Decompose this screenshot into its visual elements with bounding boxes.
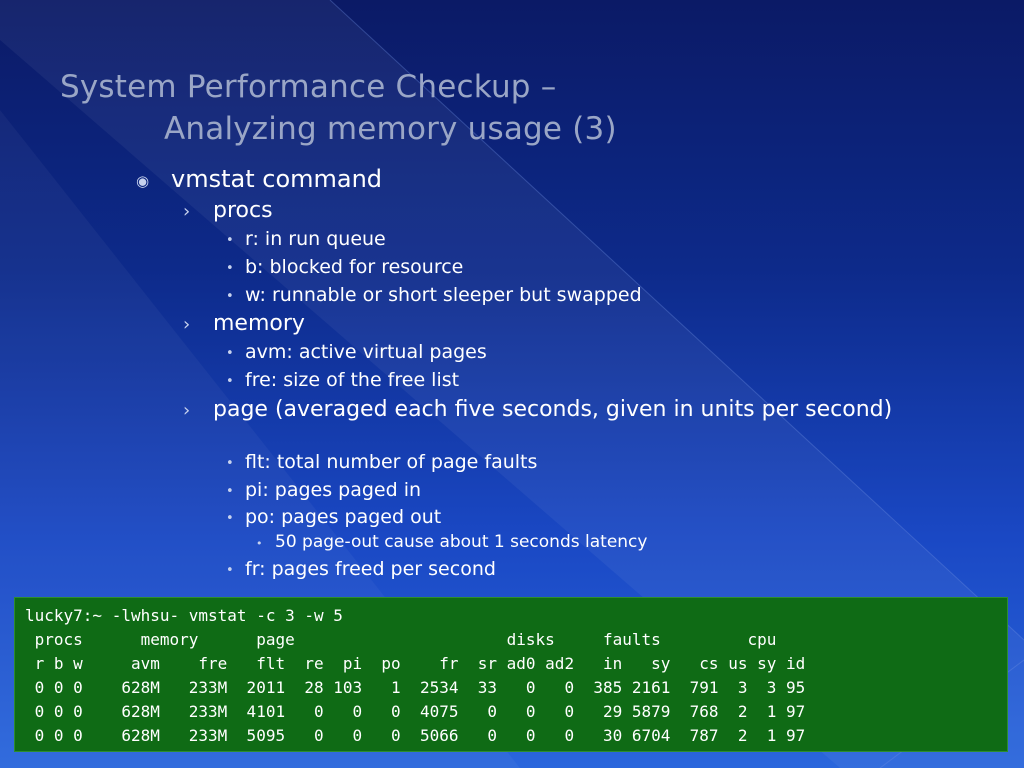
bullet-page-pi: pi: pages paged in [245, 479, 422, 501]
level3-marker-icon: • [226, 484, 234, 499]
level1-marker-icon: ◉ [136, 172, 150, 190]
level3-marker-icon: • [226, 563, 234, 578]
level3-marker-icon: • [226, 289, 234, 304]
level3-marker-icon: • [226, 346, 234, 361]
bullet-procs: procs [213, 198, 273, 223]
title-line-1: System Performance Checkup – [60, 69, 557, 105]
bullet-memory-fre: fre: size of the free list [245, 369, 460, 391]
level3-marker-icon: • [226, 456, 234, 471]
level3-marker-icon: • [226, 511, 234, 526]
bullet-page: page (averaged each five seconds, given … [213, 397, 893, 422]
title-line-2: Analyzing memory usage (3) [164, 111, 617, 147]
level3-marker-icon: • [226, 233, 234, 248]
level3-marker-icon: • [226, 374, 234, 389]
bullet-procs-r: r: in run queue [245, 228, 386, 250]
level2-marker-icon: › [183, 400, 191, 421]
level2-marker-icon: › [183, 201, 191, 222]
console-line: 0 0 0 628M 233M 2011 28 103 1 2534 33 0 … [25, 678, 806, 697]
console-line: 0 0 0 628M 233M 4101 0 0 0 4075 0 0 0 29… [25, 702, 806, 721]
console-line: 0 0 0 628M 233M 5095 0 0 0 5066 0 0 0 30… [25, 726, 806, 745]
bullet-memory: memory [213, 311, 305, 336]
console-line: procs memory page disks faults cpu [25, 630, 777, 649]
bullet-memory-avm: avm: active virtual pages [245, 341, 487, 363]
slide-title: System Performance Checkup – Analyzing m… [60, 66, 960, 150]
bullet-vmstat-command: vmstat command [171, 165, 383, 193]
level4-marker-icon: • [256, 537, 263, 550]
bullet-page-fr: fr: pages freed per second [245, 558, 496, 580]
level3-marker-icon: • [226, 261, 234, 276]
level2-marker-icon: › [183, 314, 191, 335]
vmstat-output-console: lucky7:~ -lwhsu- vmstat -c 3 -w 5 procs … [14, 597, 1008, 752]
console-line: lucky7:~ -lwhsu- vmstat -c 3 -w 5 [25, 606, 343, 625]
bullet-page-flt: flt: total number of page faults [245, 451, 538, 473]
bullet-page-latency: 50 page-out cause about 1 seconds latenc… [275, 532, 648, 552]
bullet-procs-w: w: runnable or short sleeper but swapped [245, 284, 642, 306]
bullet-page-po: po: pages paged out [245, 506, 442, 528]
bullet-procs-b: b: blocked for resource [245, 256, 464, 278]
console-line: r b w avm fre flt re pi po fr sr ad0 ad2… [25, 654, 806, 673]
